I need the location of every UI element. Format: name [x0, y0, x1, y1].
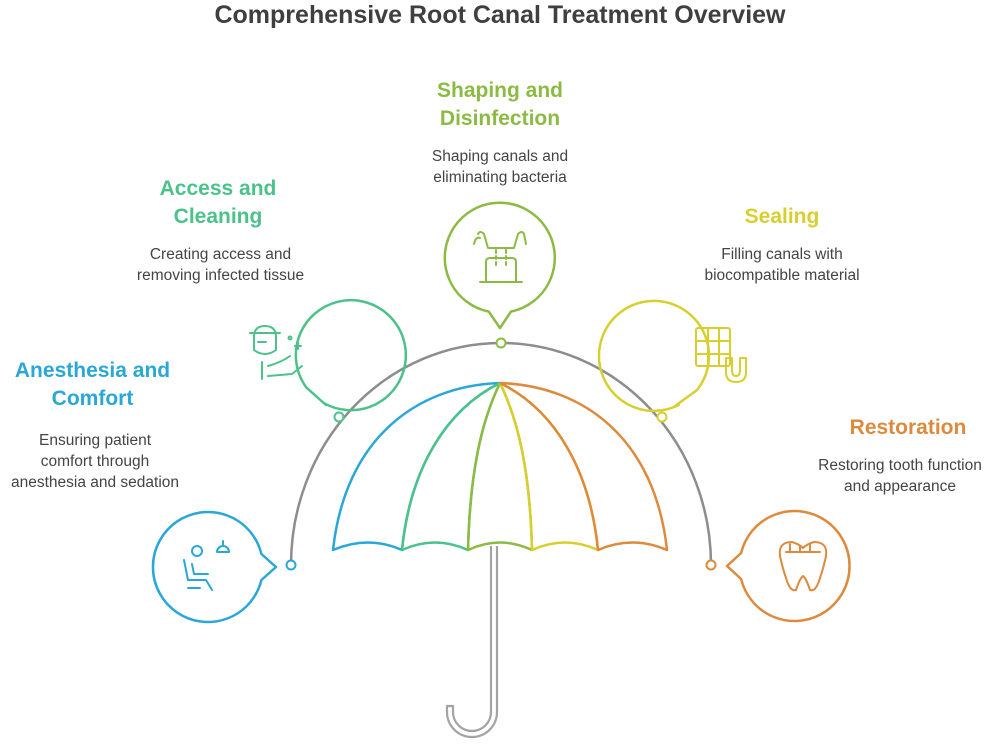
step-desc-access: Creating access and removing infected ti… [136, 246, 305, 284]
umbrella-handle [445, 546, 499, 739]
step-label-shaping: Shaping and Disinfection [437, 79, 563, 130]
tooth-crown-icon [778, 541, 828, 592]
arc-marker-sealing [656, 411, 668, 423]
callout-sealing [597, 299, 711, 413]
arc-marker-restoration [705, 559, 717, 571]
umbrella-canopy [331, 381, 669, 552]
step-label-sealing: Sealing [744, 205, 820, 228]
step-desc-restoration: Restoring tooth function and appearance [818, 457, 982, 495]
dental-chair-icon [183, 540, 230, 591]
page-title: Comprehensive Root Canal Treatment Overv… [214, 1, 786, 29]
canopy-segment-green [400, 381, 502, 552]
step-label-access: Access and Cleaning [159, 177, 277, 228]
step-desc-anesthesia: Ensuring patient comfort through anesthe… [10, 432, 180, 491]
canopy-segment-yellow [498, 381, 600, 552]
step-label-restoration: Restoration [849, 416, 967, 439]
step-desc-sealing: Filling canals with biocompatible materi… [704, 246, 860, 284]
dentist-icon [249, 325, 303, 380]
arc-marker-access [333, 411, 345, 423]
outer-arc [289, 341, 713, 566]
callout-shaping [443, 201, 557, 330]
arc-marker-anesthesia [285, 559, 297, 571]
arc-marker-shaping [495, 337, 507, 349]
callout-anesthesia [151, 510, 278, 624]
canopy-segment-lime [466, 382, 534, 552]
filling-icon [695, 327, 747, 383]
canopy-segment-orange [499, 381, 669, 552]
step-desc-shaping: Shaping canals and eliminating bacteria [431, 148, 569, 186]
callout-access [294, 298, 408, 412]
callout-restoration [725, 509, 851, 623]
tooth-canals-icon [473, 231, 527, 283]
step-label-anesthesia: Anesthesia and Comfort [14, 359, 171, 410]
